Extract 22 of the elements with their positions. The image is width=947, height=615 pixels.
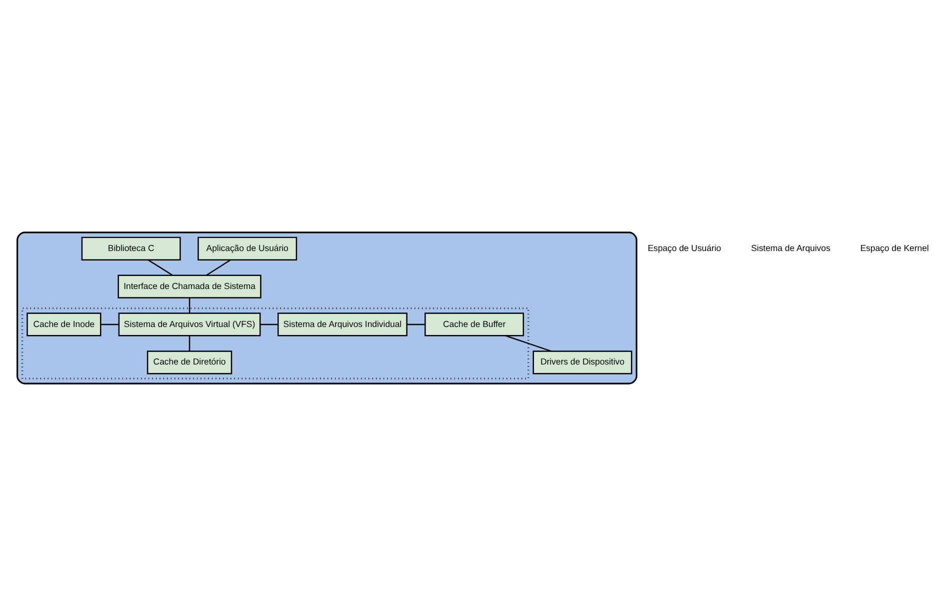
connector [206, 258, 231, 276]
connector [100, 323, 119, 325]
connector [406, 323, 425, 325]
node-box: Drivers de Dispositivo [532, 350, 632, 374]
node-box: Cache de Buffer [424, 312, 524, 336]
label: Espaço de Kernel [860, 242, 929, 252]
node-box: Aplicação de Usuário [198, 236, 298, 260]
node-box: Interface de Chamada de Sistema [118, 274, 262, 298]
connector [148, 258, 173, 276]
label: Sistema de Arquivos [751, 242, 830, 252]
connector [188, 297, 190, 313]
connector [505, 334, 552, 352]
node-box: Sistema de Arquivos Individual [278, 312, 408, 336]
node-box: Cache de Inode [26, 312, 102, 336]
node-box: Biblioteca C [81, 236, 181, 260]
node-box: Cache de Diretório [146, 350, 232, 374]
node-box: Sistema de Arquivos Virtual (VFS) [118, 312, 261, 336]
label: Espaço de Usuário [648, 242, 722, 252]
connector [188, 335, 190, 351]
connector [260, 323, 278, 325]
cluster [16, 231, 638, 384]
cluster [22, 307, 530, 379]
